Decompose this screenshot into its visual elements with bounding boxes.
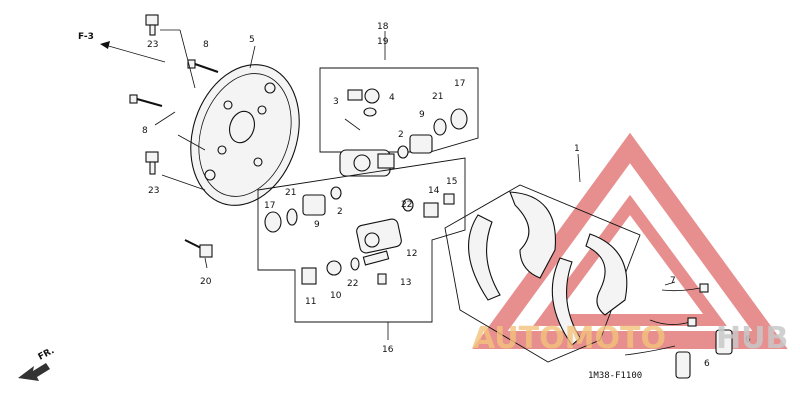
callout-23-top: 23	[147, 40, 158, 50]
callout-21-lower: 21	[285, 188, 296, 198]
callout-2-lower: 2	[337, 207, 343, 217]
callout-17-upper: 17	[454, 79, 465, 89]
callout-17-lower: 17	[264, 201, 275, 211]
callout-20: 20	[200, 277, 212, 287]
bolt-8-top	[187, 59, 219, 73]
callout-7: 7	[670, 276, 676, 286]
brake-shoe-1	[468, 191, 628, 346]
wheel-cylinder-lower	[356, 218, 402, 254]
bolt-23-bottom	[145, 151, 159, 175]
diagram-code: 1M38-F1100	[588, 371, 642, 381]
f3-label: F-3	[78, 32, 94, 42]
piston-seal-upper	[397, 108, 468, 159]
callout-9-lower: 9	[314, 220, 320, 230]
brake-panel	[190, 64, 300, 206]
bolt-20	[184, 239, 213, 258]
callout-6-bottom: 6	[704, 359, 710, 369]
callout-19: 19	[377, 37, 389, 47]
callout-13: 13	[400, 278, 411, 288]
bolt-23-top	[145, 14, 159, 36]
callout-22-lower: 22	[347, 279, 358, 289]
callout-2-upper: 2	[398, 130, 404, 140]
callout-23-bottom: 23	[148, 186, 159, 196]
bolt-8-left	[129, 94, 163, 107]
callout-22-upper: 22	[401, 200, 412, 210]
callout-12: 12	[406, 249, 417, 259]
callout-6-right: 6	[745, 335, 751, 345]
callout-15: 15	[446, 177, 457, 187]
callout-8-left: 8	[142, 126, 148, 136]
piston-seal-lower	[264, 186, 342, 233]
small-parts-lower	[301, 193, 455, 285]
watermark-logo	[472, 132, 788, 349]
front-arrow-icon	[18, 363, 50, 381]
callout-4: 4	[389, 93, 395, 103]
leader-lines	[154, 29, 676, 340]
shoes-group-frame	[444, 184, 641, 363]
callout-11: 11	[305, 297, 316, 307]
callout-8-top: 8	[203, 40, 209, 50]
callout-1: 1	[574, 144, 580, 154]
bleeder-3-4	[347, 88, 380, 117]
callout-18: 18	[377, 22, 389, 32]
callout-5: 5	[249, 35, 255, 45]
lower-group-frame	[257, 157, 466, 323]
callout-16: 16	[382, 345, 394, 355]
callout-3: 3	[333, 97, 339, 107]
retainer-6	[675, 329, 733, 379]
front-label: FR.	[37, 346, 56, 363]
callout-21-upper: 21	[432, 92, 443, 102]
f3-arrow	[100, 41, 166, 63]
callout-10: 10	[330, 291, 342, 301]
callout-14: 14	[428, 186, 440, 196]
wheel-cylinder-upper	[339, 149, 395, 177]
upper-group-frame	[319, 67, 479, 153]
watermark-text-right: HUB	[716, 321, 788, 356]
sensor-wire-7	[624, 283, 709, 356]
watermark-text-left: AUTOMOTO	[472, 321, 666, 356]
callout-9-upper: 9	[419, 110, 425, 120]
